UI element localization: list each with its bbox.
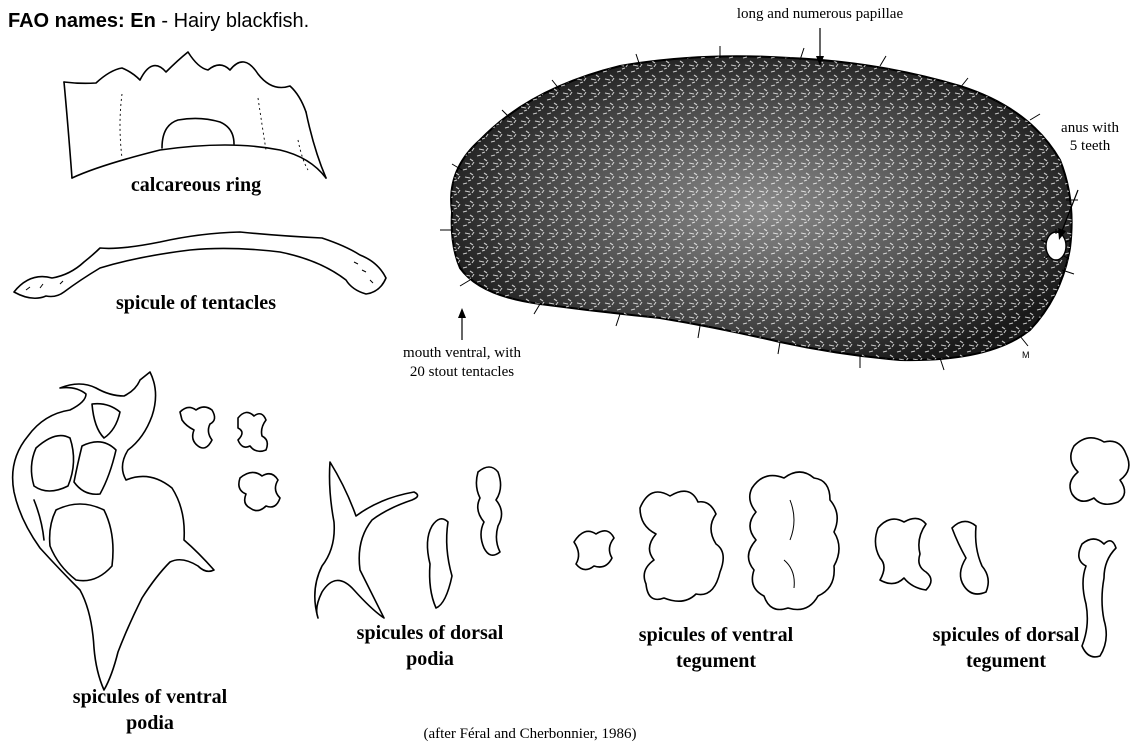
ventral-tegument-spicules [574, 472, 839, 610]
artist-mark: M [1022, 350, 1030, 360]
label-papillae: long and numerous papillae [690, 6, 950, 23]
ventral-podia-network-spicule [13, 372, 214, 690]
label-dorsal-podia-line2: podia [330, 648, 530, 671]
label-mouth-line2: 20 stout tentacles [372, 364, 552, 381]
calcareous-ring-drawing [64, 52, 326, 178]
spicule-tentacles-drawing [14, 232, 386, 298]
label-ventral-tegument-line1: spicules of ventral [606, 624, 826, 647]
label-dorsal-podia-line1: spicules of dorsal [330, 622, 530, 645]
label-ventral-podia-line2: podia [40, 712, 260, 735]
label-anus-line1: anus with [1040, 120, 1140, 137]
label-ventral-podia-line1: spicules of ventral [40, 686, 260, 709]
label-calcareous-ring: calcareous ring [106, 174, 286, 197]
label-spicule-tentacles: spicule of tentacles [96, 292, 296, 315]
label-dorsal-tegument-line2: tegument [896, 650, 1116, 673]
dorsal-podia-spicules [315, 462, 502, 618]
sea-cucumber-body [440, 46, 1078, 370]
label-mouth-line1: mouth ventral, with [372, 345, 552, 362]
label-dorsal-tegument-line1: spicules of dorsal [896, 624, 1116, 647]
credit-line: (after Féral and Cherbonnier, 1986) [360, 726, 700, 743]
label-ventral-tegument-line2: tegument [606, 650, 826, 673]
label-anus-line2: 5 teeth [1040, 138, 1140, 155]
ventral-podia-small-spicules [180, 407, 280, 511]
